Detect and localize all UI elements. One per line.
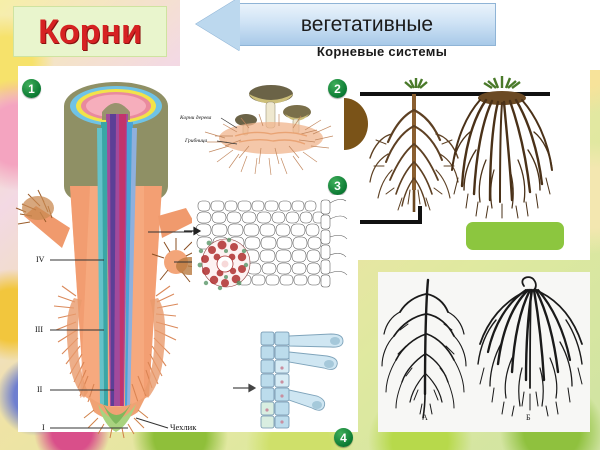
soil-halfcircle-decoration: [344, 98, 368, 150]
root-hair-drawing: [233, 331, 344, 429]
pointer-to-cross-section: [148, 231, 192, 233]
step-badge-4: 4: [334, 428, 353, 447]
banner-label: вегетативные: [300, 12, 434, 36]
figure-root-longitudinal-section: IV III II I Чехлик: [15, 66, 218, 439]
mycorrhiza-label-tree-roots: Корни дерева: [180, 115, 212, 121]
mycorrhiza-leader-lines: [216, 117, 238, 145]
zone-label-ii: II: [37, 385, 43, 394]
slide-title-box: Корни: [13, 6, 167, 57]
figure-root-systems-bottom: А Б: [378, 272, 590, 432]
root-systems-bottom-drawing: [378, 272, 590, 432]
zone-label-iii: III: [35, 325, 43, 334]
cross-section-drawing: [184, 195, 348, 293]
banner-body: вегетативные: [238, 3, 496, 46]
root-section-drawing: [15, 82, 218, 439]
step-badge-2: 2: [328, 79, 347, 98]
figure-root-systems-top: [358, 70, 590, 260]
bottom-label-b: Б: [526, 413, 531, 422]
mycorrhiza-label-mycelium: Грибница: [185, 138, 208, 144]
figure-root-hair-cells: [233, 330, 350, 430]
slide-subtitle: Корневые системы: [316, 44, 448, 59]
root-systems-top-drawing: [360, 76, 553, 224]
root-cap-label: Чехлик: [170, 422, 197, 432]
step-badge-3: 3: [328, 176, 347, 195]
figure-root-cross-section: [184, 195, 348, 293]
arrow-head-icon: [196, 0, 240, 51]
banner-arrow: вегетативные: [196, 0, 496, 51]
step-badge-1: 1: [22, 79, 41, 98]
mycorrhiza-drawing: [204, 85, 334, 176]
slide-title: Корни: [38, 12, 142, 51]
bottom-label-a: А: [422, 413, 428, 422]
empty-green-answer-box[interactable]: [466, 222, 564, 250]
figure-mycorrhiza: Корни дерева Грибница: [175, 76, 335, 181]
zone-label-i: I: [42, 423, 45, 432]
zone-label-iv: IV: [36, 255, 45, 264]
